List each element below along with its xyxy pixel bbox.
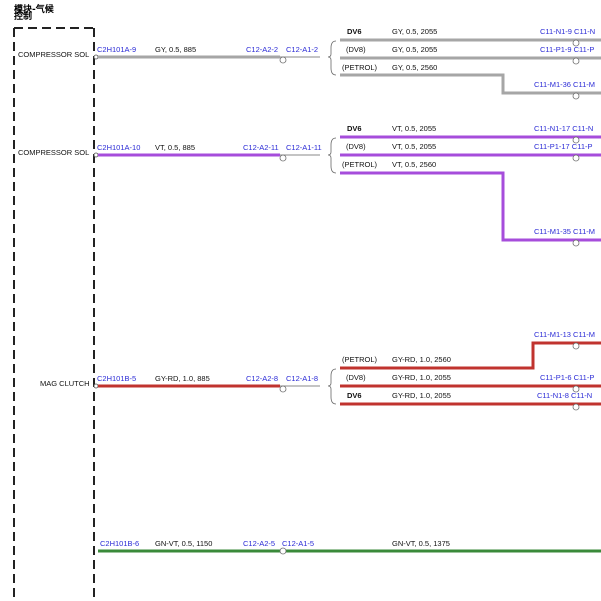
wire-spec-continued: GN-VT, 0.5, 1375 — [392, 539, 450, 548]
wire-spec: GN-VT, 0.5, 1150 — [155, 539, 213, 548]
dest-connector[interactable]: C11-N1-8 C11-N — [537, 391, 593, 400]
module-title-line1: 模块-气候 — [14, 5, 54, 15]
connector-label[interactable]: C12-A2-8 — [246, 374, 279, 383]
pin-markers — [93, 54, 99, 389]
dest-connector[interactable]: C11-M1-35 C11-M — [534, 227, 595, 236]
dest-connector[interactable]: C11-N1-9 C11-N — [540, 27, 596, 36]
variant-label: DV6 — [347, 391, 362, 400]
branch-spec: GY, 0.5, 2560 — [392, 63, 438, 72]
dest-connector[interactable]: C11-P1-17 C11-P — [534, 142, 593, 151]
split-bracket-2 — [327, 137, 337, 174]
inline-connectors — [279, 39, 580, 555]
pin-code[interactable]: C2H101A-9 — [97, 45, 137, 54]
wire-gyrd — [98, 341, 601, 406]
dest-connector[interactable]: C11-M1-13 C11-M — [534, 330, 595, 339]
variant-label: (PETROL) — [342, 355, 378, 364]
pin-code[interactable]: C2H101A-10 — [97, 143, 141, 152]
connector-label[interactable]: C12-A1-11 — [286, 143, 322, 152]
wire-spec: GY, 0.5, 885 — [155, 45, 197, 54]
dest-connector[interactable]: C11-M1-36 C11-M — [534, 80, 595, 89]
split-bracket-3 — [327, 368, 337, 405]
branch-spec: GY-RD, 1.0, 2055 — [392, 391, 451, 400]
variant-label: (PETROL) — [342, 160, 378, 169]
variant-label: (DV8) — [346, 45, 366, 54]
branch-spec: GY, 0.5, 2055 — [392, 45, 438, 54]
pin-label: MAG CLUTCH — [40, 379, 90, 388]
connector-label[interactable]: C12-A1-8 — [286, 374, 319, 383]
branch-spec: GY-RD, 1.0, 2055 — [392, 373, 451, 382]
branch-spec: GY, 0.5, 2055 — [392, 27, 438, 36]
wire-spec: VT, 0.5, 885 — [155, 143, 196, 152]
module-boundary — [13, 27, 95, 601]
connector-label[interactable]: C12-A2-5 — [243, 539, 276, 548]
branch-spec: VT, 0.5, 2055 — [392, 124, 437, 133]
wire-vt — [98, 135, 601, 242]
connector-label[interactable]: C12-A2-11 — [243, 143, 279, 152]
pin-code[interactable]: C2H101B-6 — [100, 539, 140, 548]
module-title-line2: 控制 — [14, 12, 33, 22]
variant-label: (DV8) — [346, 373, 366, 382]
dest-connector[interactable]: C11-N1-17 C11-N — [534, 124, 594, 133]
branch-spec: VT, 0.5, 2560 — [392, 160, 437, 169]
branch-spec: GY-RD, 1.0, 2560 — [392, 355, 451, 364]
variant-label: (DV8) — [346, 142, 366, 151]
pin-label: COMPRESSOR SOL — [18, 148, 90, 157]
dest-connector[interactable]: C11-P1-9 C11-P — [540, 45, 595, 54]
wire-gy — [98, 38, 601, 95]
variant-label: (PETROL) — [342, 63, 378, 72]
split-bracket-1 — [327, 40, 337, 76]
branch-spec: VT, 0.5, 2055 — [392, 142, 437, 151]
wire-spec: GY-RD, 1.0, 885 — [155, 374, 210, 383]
connector-label[interactable]: C12-A2-2 — [246, 45, 279, 54]
variant-label: DV6 — [347, 124, 362, 133]
connector-label[interactable]: C12-A1-5 — [282, 539, 315, 548]
pin-code[interactable]: C2H101B-5 — [97, 374, 137, 383]
dest-connector[interactable]: C11-P1-6 C11-P — [540, 373, 595, 382]
connector-label[interactable]: C12-A1-2 — [286, 45, 319, 54]
pin-label: COMPRESSOR SOL — [18, 50, 90, 59]
variant-label: DV6 — [347, 27, 362, 36]
